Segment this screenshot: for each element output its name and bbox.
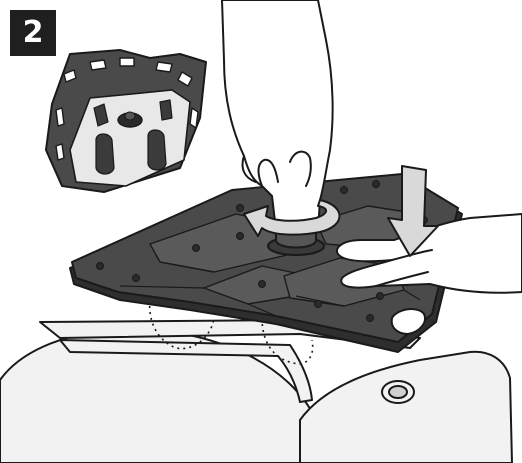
motorcycle-tail: [0, 320, 512, 463]
underside-inset: [46, 50, 206, 192]
